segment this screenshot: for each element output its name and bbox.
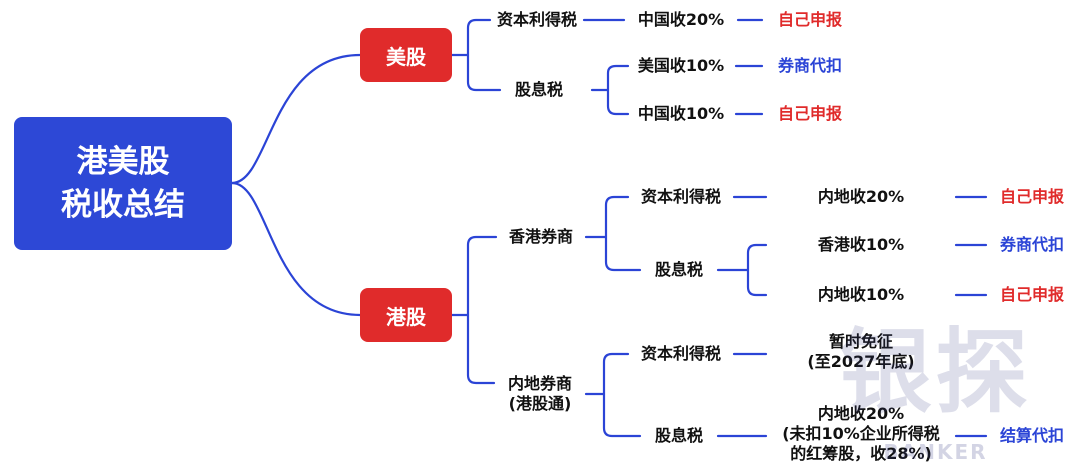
hk-broker-capital-gains-label: 资本利得税 xyxy=(637,187,725,207)
link-hk-children xyxy=(450,235,498,385)
mainland-broker-capital-gains-rate: 暂时免征 (至2027年底) xyxy=(804,332,918,372)
us-capital-gains-label: 资本利得税 xyxy=(493,10,581,30)
mainland-broker-dividend-rate-line1: 内地收20% xyxy=(817,404,905,423)
link-us-div-branch xyxy=(590,64,630,116)
root-title-line1: 港美股 xyxy=(76,143,170,180)
hk-broker-capital-gains-method: 自己申报 xyxy=(996,187,1068,207)
mainland-broker-dividend-rate-line3: 的红筹股，收28%) xyxy=(790,444,932,463)
mainland-broker-dividend-method: 结算代扣 xyxy=(996,426,1068,446)
link-root-us xyxy=(230,53,362,185)
mainland-broker-capital-gains-rate-line2: (至2027年底) xyxy=(807,352,915,371)
us-dividend-cn-method: 自己申报 xyxy=(774,104,846,124)
us-dividend-us-method: 券商代扣 xyxy=(774,56,846,76)
link-root-hk xyxy=(230,181,362,317)
hk-broker-dividend-hk-method: 券商代扣 xyxy=(996,235,1068,255)
mainland-broker-dividend-rate-line2: (未扣10%企业所得税 xyxy=(782,424,940,443)
hk-broker-dividend-cn-rate: 内地收10% xyxy=(814,285,908,305)
link-hkb-div-branch xyxy=(716,243,768,297)
mainland-broker-label-line2: (港股通) xyxy=(508,394,572,413)
link-us-children xyxy=(450,18,502,92)
us-capital-gains-method: 自己申报 xyxy=(774,10,846,30)
us-dividend-label: 股息税 xyxy=(511,80,567,100)
hk-broker-dividend-hk-rate: 香港收10% xyxy=(814,235,908,255)
us-dividend-us-rate: 美国收10% xyxy=(634,56,728,76)
link-mlb-children xyxy=(584,352,642,438)
mainland-broker-capital-gains-rate-line1: 暂时免征 xyxy=(828,332,894,351)
us-dividend-cn-rate: 中国收10% xyxy=(634,104,728,124)
hk-broker-dividend-label: 股息税 xyxy=(651,260,707,280)
us-capital-gains-rate: 中国收20% xyxy=(634,10,728,30)
mainland-broker-dividend-label: 股息税 xyxy=(651,426,707,446)
mainland-broker-capital-gains-label: 资本利得税 xyxy=(637,344,725,364)
hk-broker-dividend-cn-method: 自己申报 xyxy=(996,285,1068,305)
mainland-broker-label: 内地券商 (港股通) xyxy=(504,374,576,414)
mainland-broker-dividend-rate: 内地收20% (未扣10%企业所得税 的红筹股，收28%) xyxy=(779,404,943,464)
hk-broker-label: 香港券商 xyxy=(505,227,577,247)
root-title-line2: 税收总结 xyxy=(61,186,185,223)
hk-broker-capital-gains-rate: 内地收20% xyxy=(814,187,908,207)
mainland-broker-label-line1: 内地券商 xyxy=(507,374,573,393)
link-hkb-children xyxy=(584,195,642,272)
root-node: 港美股 税收总结 xyxy=(14,117,232,250)
hk-stock-node: 港股 xyxy=(360,288,452,342)
us-stock-node: 美股 xyxy=(360,28,452,82)
